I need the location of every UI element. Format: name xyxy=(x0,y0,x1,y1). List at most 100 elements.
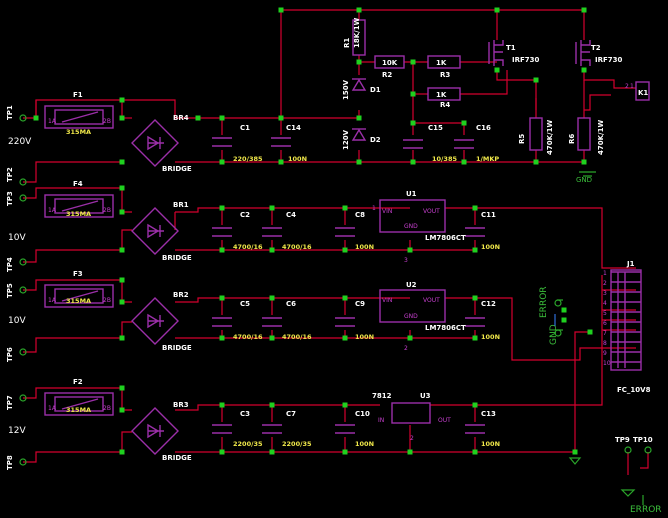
testpoint-tp10: TP10 xyxy=(633,436,653,444)
fuse-rating: 315MA xyxy=(66,210,91,218)
res-ref: R2 xyxy=(382,71,392,79)
fuse-ref: F2 xyxy=(73,378,83,386)
junction-dot xyxy=(269,247,275,253)
bridge-br4: BR4 BRIDGE xyxy=(131,114,192,173)
ground-icon xyxy=(620,489,636,497)
cap-ref: C2 xyxy=(240,211,250,219)
bridge-ref: BR2 xyxy=(173,291,189,299)
capacitor-c4: C4 4700/16 xyxy=(262,211,312,251)
junction-dot xyxy=(119,407,125,413)
junction-dot xyxy=(33,115,39,121)
cap-value: 4700/16 xyxy=(282,333,312,341)
reg-vin: VIN xyxy=(382,297,392,304)
connector-pin-1: 1 xyxy=(603,270,607,277)
capacitor-c13: C13 100N xyxy=(465,410,500,448)
fuse-rating: 315MA xyxy=(66,406,91,414)
junction-dot xyxy=(342,247,348,253)
bridge-label: BRIDGE xyxy=(162,165,192,173)
fuse-rating: 315MA xyxy=(66,128,91,136)
junction-dot xyxy=(533,159,539,165)
resistor-r4: 1K R4 xyxy=(427,87,461,109)
junction-dot xyxy=(278,7,284,13)
fet-ref: T2 xyxy=(591,44,601,52)
capacitor-c11: C11 100N xyxy=(465,211,500,251)
capacitor-c3: C3 2200/35 xyxy=(212,410,263,448)
testpoint-tp7: TP7 xyxy=(6,395,14,410)
res-value: 470K/1W xyxy=(597,120,605,155)
junction-dot xyxy=(407,247,413,253)
junction-dot xyxy=(461,159,467,165)
res-ref: R4 xyxy=(440,101,450,109)
capacitor-c6: C6 4700/16 xyxy=(262,300,312,341)
res-value: 10K xyxy=(382,59,398,67)
capacitor-c7: C7 2200/35 xyxy=(262,410,312,448)
fuse-f1: F1 315MA 1A 2B xyxy=(44,91,114,136)
reg-gnd: GND xyxy=(404,313,418,320)
resistor-r3: 1K R3 xyxy=(427,55,461,79)
junction-dot xyxy=(581,7,587,13)
fuse-rating: 315MA xyxy=(66,297,91,305)
connector-pin-6: 6 xyxy=(603,320,607,327)
cap-value: 4700/16 xyxy=(233,333,263,341)
resistor-r2: 10K R2 xyxy=(374,55,405,79)
junction-dot xyxy=(269,402,275,408)
bridge-label: BRIDGE xyxy=(162,254,192,262)
fuse-pin1: 1A xyxy=(48,207,57,214)
fuse-pin2: 2B xyxy=(103,207,111,214)
bridge-br2: BR2 BRIDGE xyxy=(131,291,192,352)
diode-value: 150V xyxy=(342,79,350,100)
junction-dot xyxy=(410,91,416,97)
resistor-r5: R5 470K/1W xyxy=(518,117,554,155)
res-ref: R5 xyxy=(518,134,526,144)
testpoint-tp3: TP3 xyxy=(6,191,14,206)
voltage-10v: 10V xyxy=(8,316,26,326)
bridge-label: BRIDGE xyxy=(162,344,192,352)
relay-pin2: 2 xyxy=(625,83,629,90)
fuse-pin1: 1A xyxy=(48,405,57,412)
capacitor-c8: C8 100N xyxy=(335,211,374,251)
fuse-pin1: 1A xyxy=(48,118,57,125)
fuse-pin2: 2B xyxy=(103,405,111,412)
junction-dot xyxy=(278,115,284,121)
wiring xyxy=(23,9,649,475)
regulator-u1: U1 VIN VOUT GND LM7806CT xyxy=(379,190,466,242)
cap-value: 100N xyxy=(481,333,500,341)
junction-dot xyxy=(278,159,284,165)
cap-ref: C15 xyxy=(428,124,443,132)
fuse-ref: F1 xyxy=(73,91,83,99)
junction-dot xyxy=(119,97,125,103)
junction-dot xyxy=(119,247,125,253)
junction-dot xyxy=(119,277,125,283)
connector-pin-4: 4 xyxy=(603,300,607,307)
reg-in: IN xyxy=(378,417,384,424)
connector-pin-3: 3 xyxy=(603,290,607,297)
gnd-net-icon xyxy=(554,329,562,337)
junction-dot xyxy=(342,449,348,455)
cap-ref: C14 xyxy=(286,124,301,132)
fuse-pin1: 1A xyxy=(48,297,57,304)
diode-ref: D2 xyxy=(370,136,381,144)
reg-ref: U1 xyxy=(406,190,417,198)
junction-dot xyxy=(219,335,225,341)
mosfet-t1: T1 IRF730 xyxy=(488,40,540,66)
voltage-220v: 220V xyxy=(8,137,32,147)
fuse-pin2: 2B xyxy=(103,118,111,125)
pin-number: 1 xyxy=(372,205,376,212)
junction-dot xyxy=(119,185,125,191)
junction-dot xyxy=(472,247,478,253)
net-label-error: ERROR xyxy=(539,286,549,318)
bridge-br3: BR3 BRIDGE xyxy=(131,401,192,462)
cap-value: 4700/16 xyxy=(233,243,263,251)
resistor-r6: R6 470K/1W xyxy=(568,117,605,155)
cap-ref: C12 xyxy=(481,300,496,308)
junction-dot xyxy=(572,449,578,455)
bridge-br1: BR1 BRIDGE xyxy=(131,201,192,262)
capacitor-c2: C2 4700/16 xyxy=(212,211,263,251)
diode-value: 120V xyxy=(342,129,350,150)
junction-dots xyxy=(33,7,593,455)
pin-number: 3 xyxy=(404,257,408,264)
fuse-f3: F3 315MA 1A 2B xyxy=(44,270,114,308)
res-ref: R6 xyxy=(568,134,576,144)
